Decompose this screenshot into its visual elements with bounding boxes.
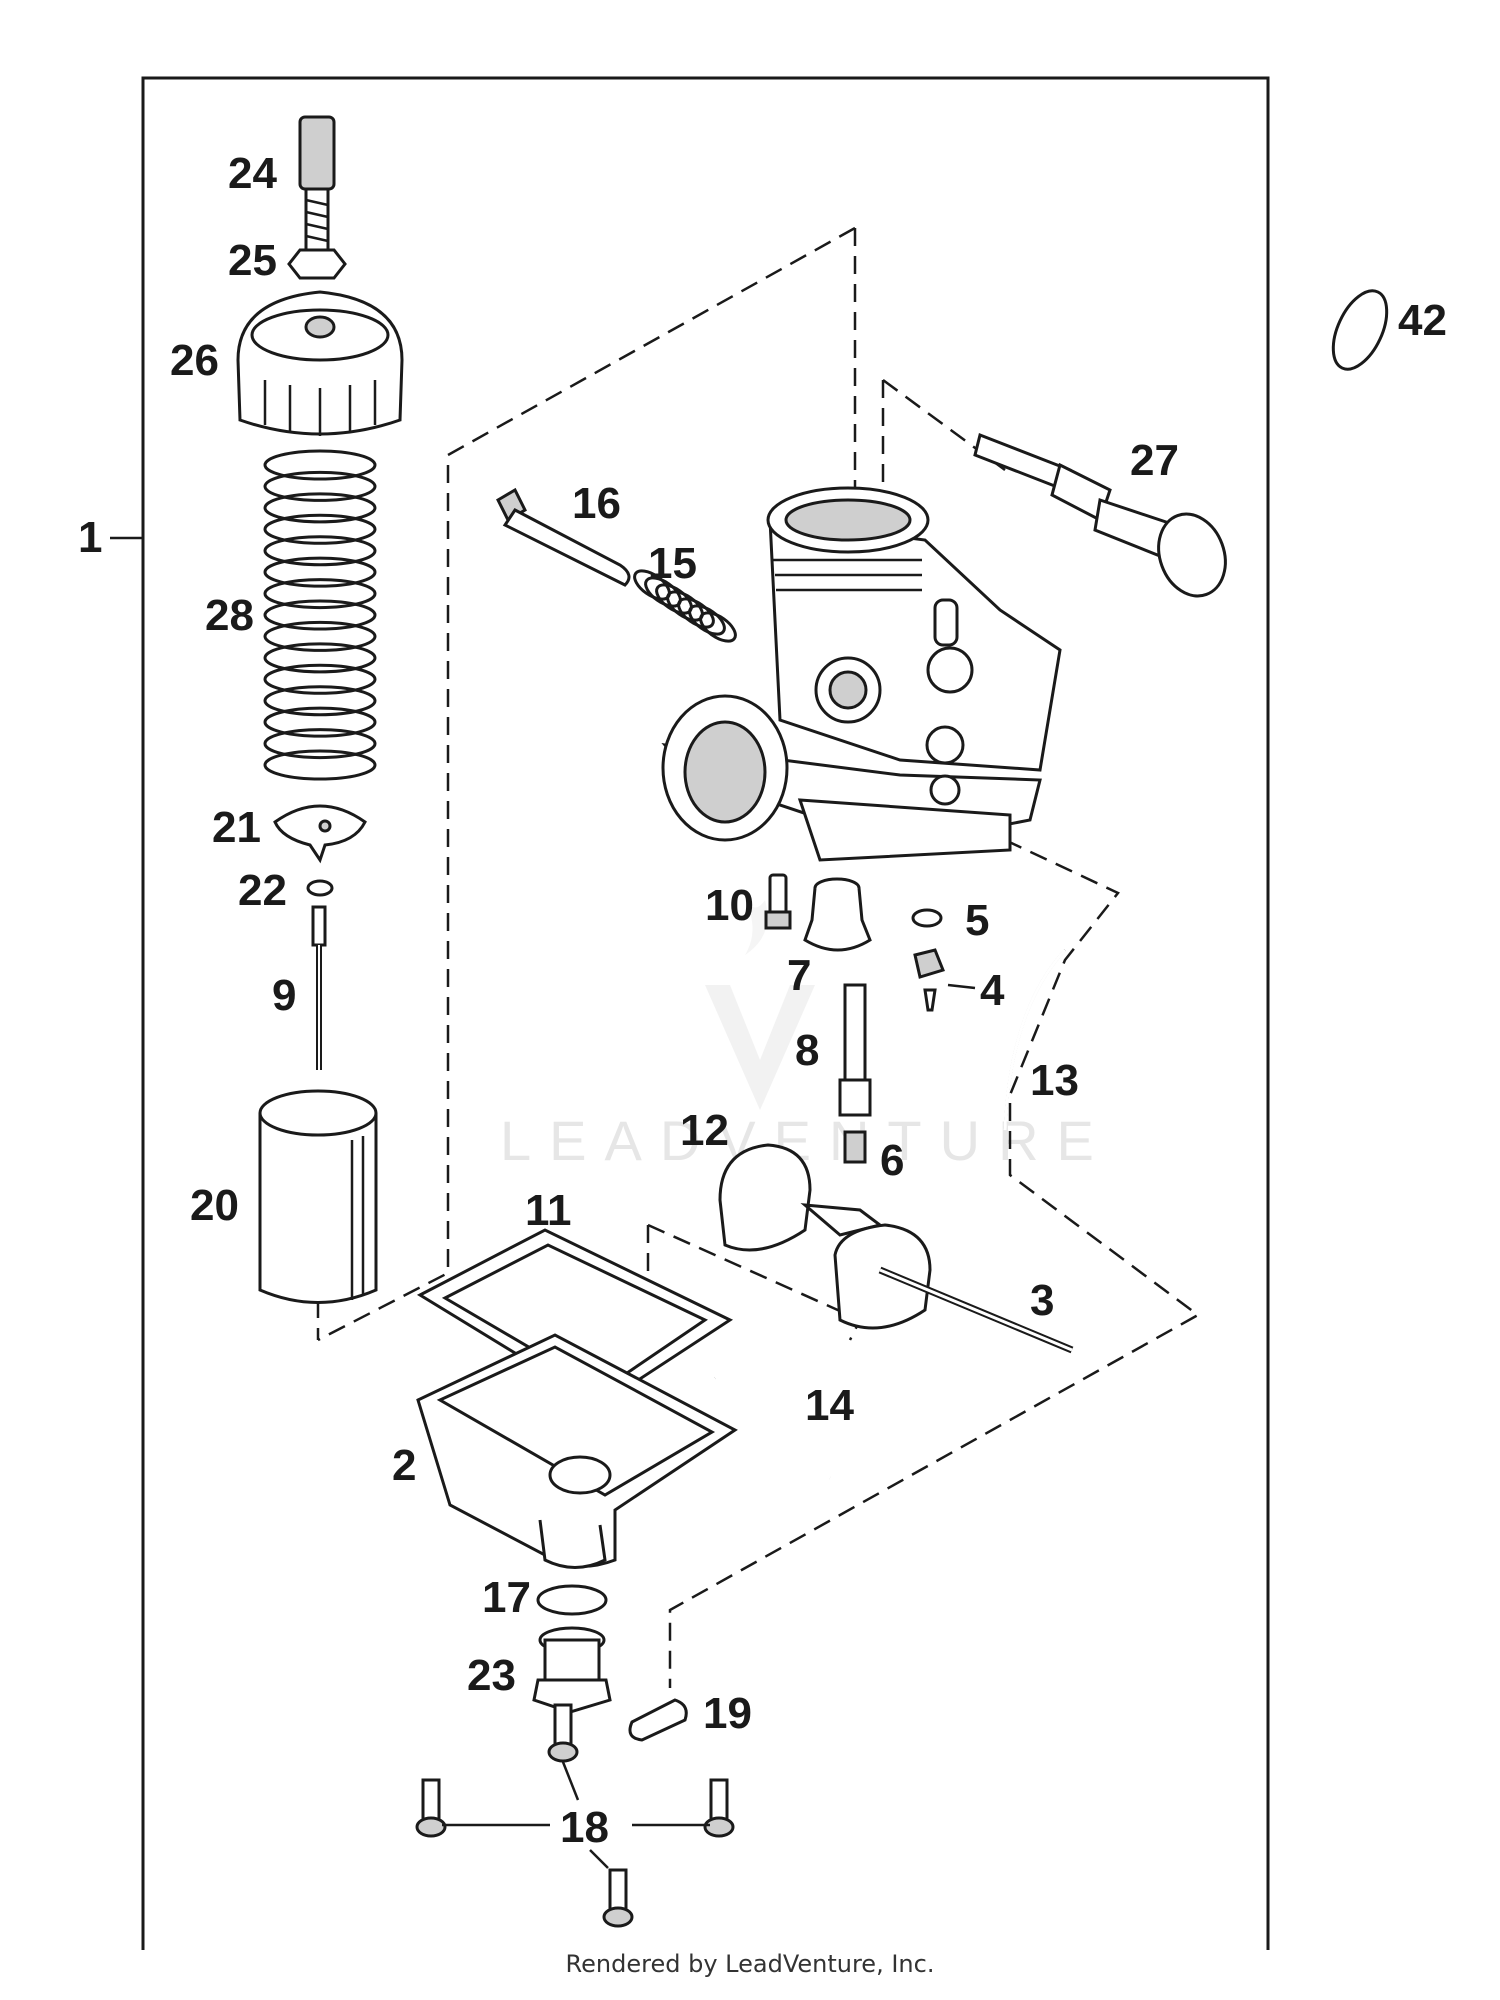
watermark-text: LEADVENTURE: [500, 1109, 1112, 1172]
spring-coil: [263, 685, 377, 717]
callout-27: 27: [1130, 436, 1179, 485]
part-screws-18: [415, 1703, 735, 1928]
part-o-ring-42: [1331, 289, 1389, 371]
spring-coil: [263, 578, 377, 610]
spring-coil: [263, 556, 377, 588]
part-overflow-hose-inner: [713, 1368, 831, 1482]
callout-26: 26: [170, 336, 219, 385]
part-carburetor-body: [661, 486, 1062, 862]
callout-7: 7: [787, 951, 811, 1000]
part-clip-22: [306, 879, 334, 897]
part-idle-screw-24: [298, 115, 336, 253]
callout-24: 24: [228, 149, 277, 198]
part-nut-25: [287, 248, 347, 280]
callout-19: 19: [703, 1689, 752, 1738]
part-washer-5: [911, 908, 943, 928]
exploded-parts-diagram: LEADVENTURE: [78, 76, 1447, 1950]
spring-coil: [263, 663, 377, 695]
callout-18: 18: [560, 1803, 609, 1852]
part-air-screw-16: [496, 487, 631, 587]
callout-labels: 1 2 3 4 5 6 7 8 9 10 11 12 13 14 15 16 1…: [78, 149, 1447, 1852]
spring-coil: [263, 728, 377, 760]
spring-coil: [263, 470, 377, 502]
part-spring-15: [633, 569, 737, 643]
callout-6: 6: [880, 1136, 904, 1185]
spring-coil: [263, 749, 377, 781]
callout-3: 3: [1030, 1276, 1054, 1325]
spring-coil: [263, 492, 377, 524]
part-main-jet-6: [843, 1130, 867, 1164]
callout-1: 1: [78, 513, 102, 562]
part-float-bowl-2: [416, 1333, 738, 1569]
spring-coil: [263, 599, 377, 631]
callout-10: 10: [705, 881, 754, 930]
part-drain-plug-23: [532, 1626, 612, 1714]
part-o-ring-17: [536, 1584, 608, 1616]
part-float-12: [718, 1143, 932, 1330]
part-pilot-jet-10: [764, 873, 792, 930]
part-retainer-21: [273, 804, 367, 864]
part-spring-28: [263, 449, 377, 781]
part-needle-jet-8: [838, 983, 872, 1117]
spring-coil: [263, 513, 377, 545]
leader-lines-18: [442, 1761, 710, 1869]
callout-9: 9: [272, 971, 296, 1020]
spring-coil: [688, 604, 726, 636]
diagram-frame: [141, 76, 1270, 1950]
spring-coil: [677, 597, 715, 629]
part-jet-needle-9: [311, 905, 327, 1070]
callout-12: 12: [680, 1106, 729, 1155]
part-float-pin-3: [878, 1266, 1074, 1354]
callout-14: 14: [805, 1381, 854, 1430]
callout-13: 13: [1030, 1056, 1079, 1105]
callout-23: 23: [467, 1651, 516, 1700]
callout-11: 11: [525, 1186, 572, 1235]
footer-credit: Rendered by LeadVenture, Inc.: [565, 1950, 935, 1978]
part-float-valve-4: [913, 948, 945, 1012]
leader-line-4: [947, 983, 976, 990]
part-retainer-hole: [318, 819, 332, 833]
part-carburetor-cap-26: [236, 290, 404, 436]
callout-4: 4: [980, 966, 1005, 1015]
callout-16: 16: [572, 479, 621, 528]
spring-coil: [263, 642, 377, 674]
part-vent-tube-inner: [1003, 948, 1067, 1131]
callout-8: 8: [795, 1026, 819, 1075]
spring-coil: [263, 449, 377, 481]
spring-coil: [263, 620, 377, 652]
callout-21: 21: [212, 803, 261, 852]
part-needle-jet-holder-7: [803, 877, 872, 952]
callout-15: 15: [648, 539, 697, 588]
callout-17: 17: [482, 1573, 531, 1622]
callout-20: 20: [190, 1181, 239, 1230]
callout-2: 2: [392, 1441, 416, 1490]
callout-22: 22: [238, 866, 287, 915]
spring-coil: [699, 611, 737, 643]
callout-5: 5: [965, 896, 989, 945]
spring-coil: [263, 535, 377, 567]
callout-25: 25: [228, 236, 277, 285]
watermark-logo: [705, 900, 815, 1110]
spring-coil: [263, 706, 377, 738]
callout-42: 42: [1398, 296, 1447, 345]
part-bracket-19: [628, 1698, 688, 1742]
part-choke-plunger-27: [973, 432, 1227, 598]
callout-28: 28: [205, 591, 254, 640]
part-throttle-valve-20: [258, 1089, 378, 1304]
